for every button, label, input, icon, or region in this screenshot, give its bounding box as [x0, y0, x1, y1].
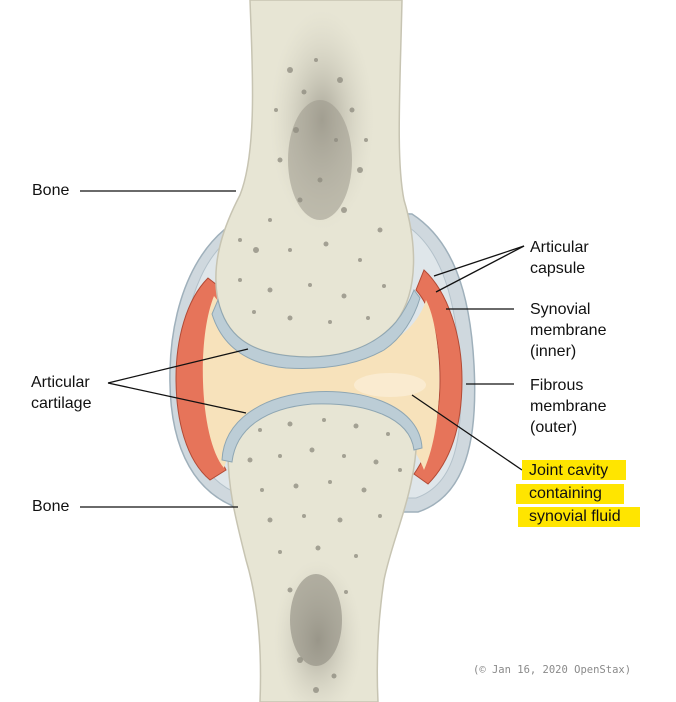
label-joint-cavity-line2: containing [529, 485, 602, 502]
label-fibrous-membrane-line1: Fibrous [530, 377, 584, 394]
highlight-joint-cavity-2 [516, 484, 624, 504]
label-articular-cartilage-line1: Articular [31, 374, 90, 391]
label-articular-capsule-line1: Articular [530, 239, 589, 256]
leader-articular-cartilage-lower [107, 382, 247, 414]
label-joint-cavity-line3: synovial fluid [529, 508, 621, 525]
label-synovial-membrane-line2: membrane [530, 322, 607, 339]
label-synovial-membrane-line3: (inner) [530, 343, 577, 360]
label-articular-capsule-line2: capsule [530, 260, 586, 277]
leader-articular-capsule-1 [433, 245, 525, 277]
joint-cavity-sheen [354, 373, 426, 397]
credit-text: (© Jan 16, 2020 OpenStax) [473, 664, 632, 676]
leader-articular-capsule-2 [435, 245, 525, 293]
label-fibrous-membrane-line3: (outer) [530, 419, 578, 436]
highlight-joint-cavity-3 [518, 507, 640, 527]
leader-lines [80, 190, 525, 508]
highlight-joint-cavity-1 [522, 460, 626, 480]
label-bone-bottom: Bone [32, 498, 70, 515]
synovial-membrane-right [413, 269, 463, 485]
upper-bone [211, 0, 421, 369]
label-synovial-membrane-line1: Synovial [530, 301, 591, 318]
lower-articular-cartilage [221, 391, 423, 463]
leader-articular-cartilage-upper [107, 348, 249, 384]
lower-bone [221, 391, 423, 702]
label-articular-cartilage-line2: cartilage [31, 395, 92, 412]
label-fibrous-membrane-line2: membrane [530, 398, 607, 415]
leader-joint-cavity [411, 394, 523, 471]
label-joint-cavity-line1: Joint cavity [529, 462, 609, 479]
label-bone-top: Bone [32, 182, 70, 199]
upper-articular-cartilage [211, 288, 421, 369]
